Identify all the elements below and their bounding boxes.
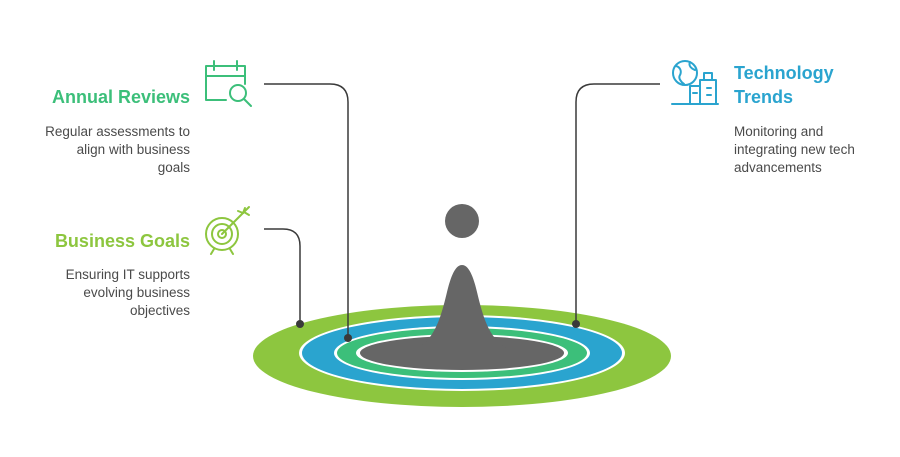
annual-reviews-description: Regular assessments to align with busine… xyxy=(45,124,190,175)
connector-annual-reviews xyxy=(264,83,349,338)
connector-dot-annual-reviews xyxy=(344,334,352,342)
target-arrow-icon xyxy=(205,206,250,255)
business-goals-description: Ensuring IT supports evolving business o… xyxy=(65,267,190,318)
globe-city-icon xyxy=(671,60,719,105)
connector-dot-technology-trends xyxy=(572,320,580,328)
business-goals-title: Business Goals xyxy=(54,231,190,251)
technology-trends-description: Monitoring and integrating new tech adva… xyxy=(734,124,855,175)
person-figure-head xyxy=(445,204,479,238)
person-figure-body xyxy=(395,265,529,356)
technology-trends-title: Technology Trends xyxy=(734,63,834,107)
connector-dot-business-goals xyxy=(296,320,304,328)
connector-technology-trends xyxy=(575,83,660,324)
connector-business-goals xyxy=(264,228,301,324)
calendar-search-icon xyxy=(205,60,252,107)
annual-reviews-title: Annual Reviews xyxy=(51,87,190,107)
